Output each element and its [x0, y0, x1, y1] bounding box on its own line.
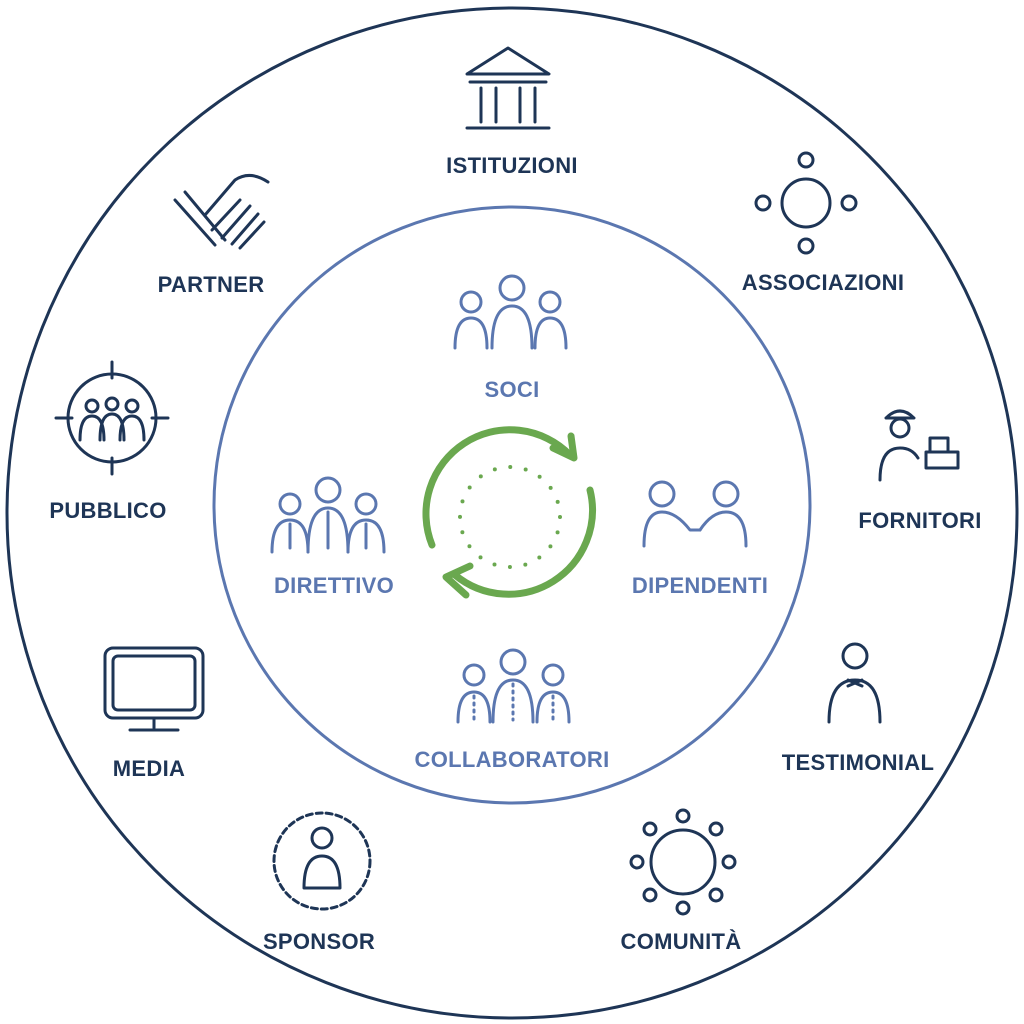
label-comunita: COMUNITÀ	[620, 929, 742, 954]
soci-icon	[453, 274, 568, 350]
outer-ring	[5, 6, 1019, 1020]
monitor-icon	[103, 646, 205, 732]
handshake-icon	[173, 174, 270, 250]
label-associazioni: ASSOCIAZIONI	[741, 270, 905, 295]
cycle-arrows-icon	[422, 426, 596, 599]
association-icon	[754, 151, 858, 255]
label-soci: SOCI	[484, 377, 540, 402]
label-pubblico: PUBBLICO	[49, 498, 167, 523]
label-direttivo: DIRETTIVO	[273, 573, 395, 598]
label-partner: PARTNER	[157, 272, 265, 297]
label-testimonial: TESTIMONIAL	[781, 750, 935, 775]
label-collaboratori: COLLABORATORI	[414, 747, 610, 772]
direttivo-icon	[270, 476, 386, 554]
institution-icon	[465, 46, 551, 130]
label-fornitori: FORNITORI	[858, 508, 982, 533]
label-sponsor: SPONSOR	[262, 929, 376, 954]
collaboratori-icon	[456, 648, 571, 724]
label-media: MEDIA	[112, 756, 186, 781]
dipendenti-icon	[642, 480, 748, 548]
inner-ring	[212, 205, 812, 805]
community-icon	[629, 808, 737, 916]
label-istituzioni: ISTITUZIONI	[446, 153, 578, 178]
label-dipendenti: DIPENDENTI	[631, 573, 769, 598]
sponsor-badge-icon	[272, 811, 372, 911]
audience-target-icon	[54, 360, 170, 476]
testimonial-icon	[827, 642, 882, 724]
supplier-icon	[878, 409, 960, 482]
